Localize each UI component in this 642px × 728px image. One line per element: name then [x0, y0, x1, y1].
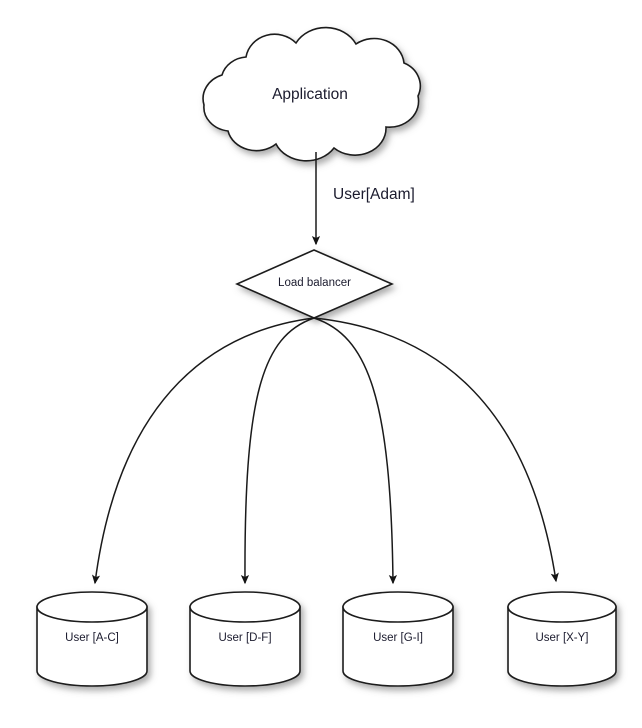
edge-lb-to-db-1	[240, 317, 315, 585]
node-database-3[interactable]	[507, 591, 617, 687]
node-application[interactable]	[202, 26, 422, 162]
node-database-0[interactable]	[36, 591, 148, 687]
node-database-2[interactable]	[342, 591, 454, 687]
edge-lb-to-db-2	[313, 317, 398, 585]
edge-lb-to-db-0	[91, 317, 315, 585]
node-database-1[interactable]	[189, 591, 301, 687]
edge-lb-to-db-3	[313, 317, 559, 583]
node-load-balancer[interactable]	[235, 249, 395, 319]
